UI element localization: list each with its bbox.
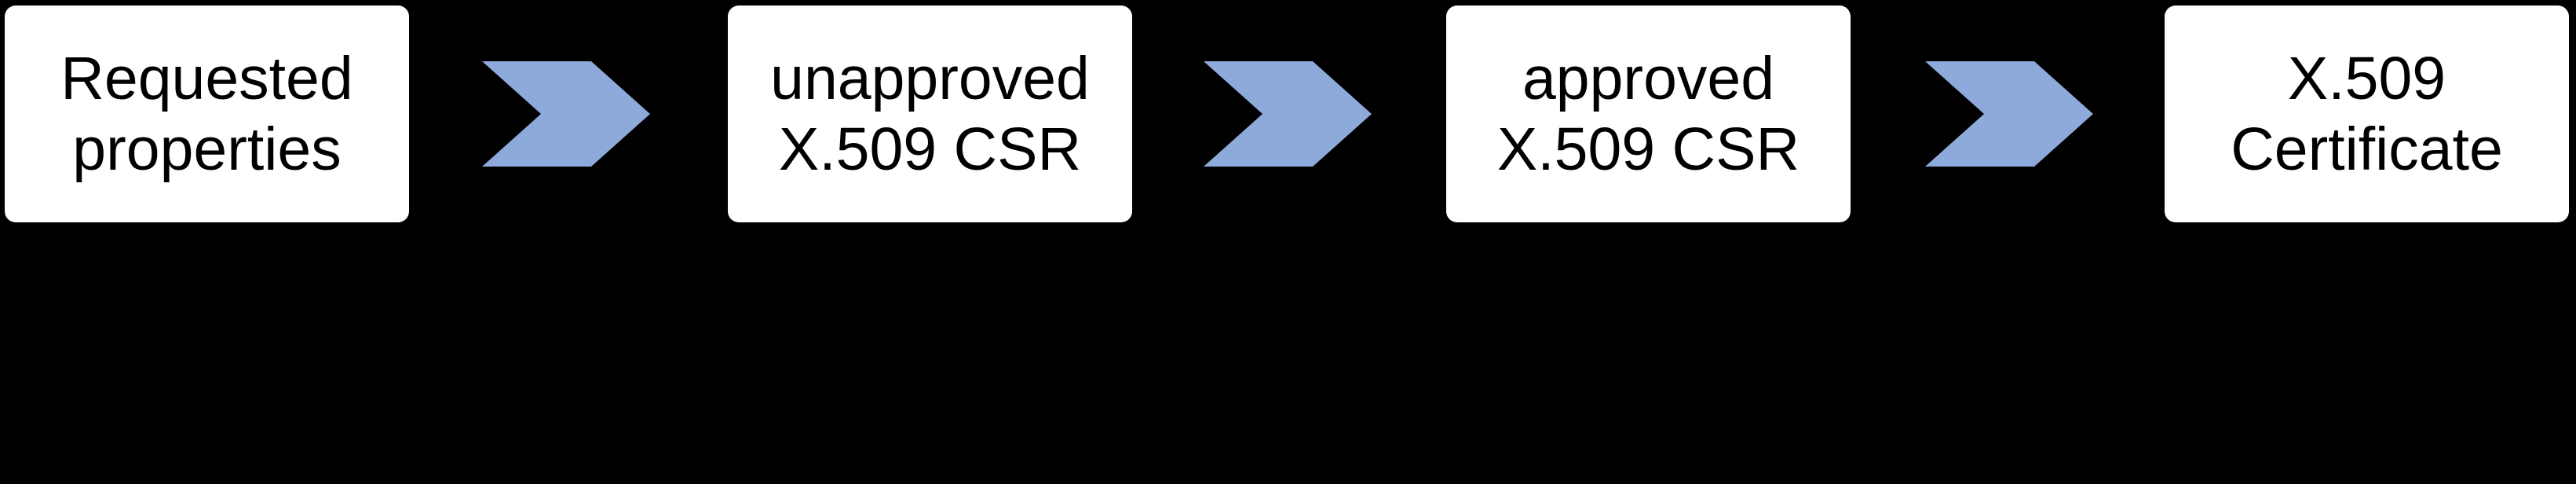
chevron-arrow-icon (482, 61, 650, 167)
step-label-line1: Requested (60, 44, 353, 112)
step-box-x509-certificate: X.509 Certificate (2165, 6, 2569, 222)
step-box-unapproved-csr: unapproved X.509 CSR (728, 6, 1132, 222)
step-label-line1: approved (1522, 44, 1775, 112)
step-label-line2: Certificate (2231, 116, 2503, 183)
step-label-line2: X.509 CSR (1496, 116, 1800, 183)
step-box-requested-properties: Requested properties (5, 6, 409, 222)
chevron-arrow-1 (482, 61, 650, 167)
chevron-arrow-icon (1204, 61, 1372, 167)
step-label-line2: X.509 CSR (778, 116, 1082, 183)
chevron-shape (1204, 61, 1372, 167)
step-label-line1: unapproved (770, 44, 1090, 112)
step-label-line1: X.509 (2287, 44, 2446, 112)
chevron-shape (1925, 61, 2093, 167)
chevron-arrow-3 (1925, 61, 2093, 167)
chevron-arrow-2 (1204, 61, 1372, 167)
chevron-arrow-icon (1925, 61, 2093, 167)
chevron-shape (482, 61, 650, 167)
step-box-approved-csr: approved X.509 CSR (1446, 6, 1851, 222)
step-label-line2: properties (72, 116, 342, 183)
